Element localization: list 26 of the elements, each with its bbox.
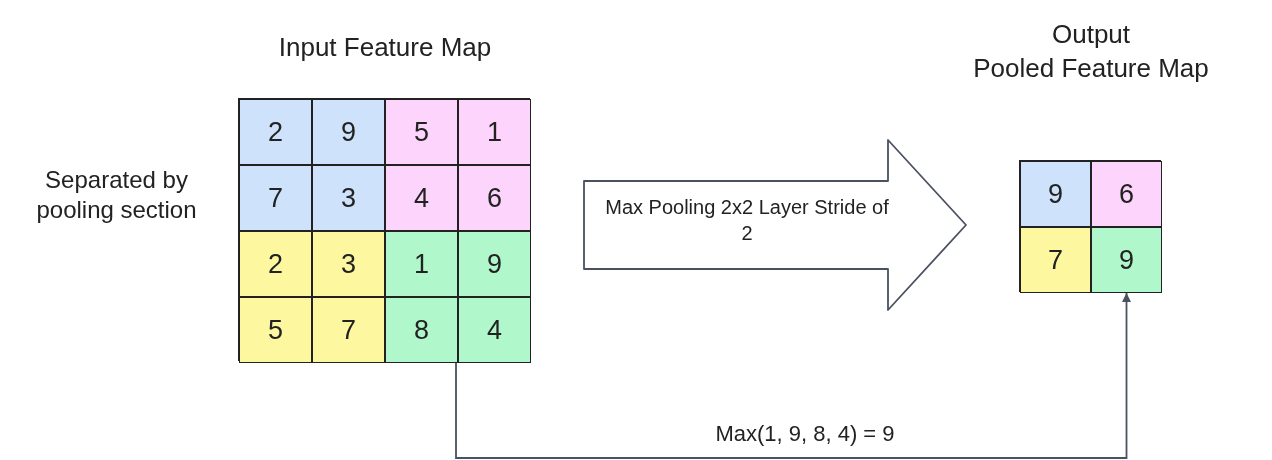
table-cell: 7 (239, 165, 312, 231)
table-cell: 3 (312, 231, 385, 297)
table-cell: 5 (239, 297, 312, 363)
table-cell: 9 (458, 231, 531, 297)
table-cell: 9 (1020, 161, 1091, 227)
table-cell: 2 (239, 99, 312, 165)
table-cell: 4 (458, 297, 531, 363)
table-cell: 6 (458, 165, 531, 231)
table-cell: 7 (312, 297, 385, 363)
block-arrow (582, 138, 968, 312)
table-cell: 2 (239, 231, 312, 297)
arrow-label: Max Pooling 2x2 Layer Stride of 2 (604, 195, 890, 246)
table-cell: 9 (312, 99, 385, 165)
table-cell: 4 (385, 165, 458, 231)
table-cell: 7 (1020, 227, 1091, 293)
side-note: Separated by pooling section (35, 165, 198, 225)
table-cell: 5 (385, 99, 458, 165)
table-cell: 9 (1091, 227, 1162, 293)
table-cell: 6 (1091, 161, 1162, 227)
table-cell: 1 (385, 231, 458, 297)
heading: Output (1050, 18, 1132, 51)
table-cell: 3 (312, 165, 385, 231)
heading: Input Feature Map (277, 31, 493, 64)
table-cell: 8 (385, 297, 458, 363)
table-cell: 1 (458, 99, 531, 165)
heading: Pooled Feature Map (972, 51, 1210, 85)
